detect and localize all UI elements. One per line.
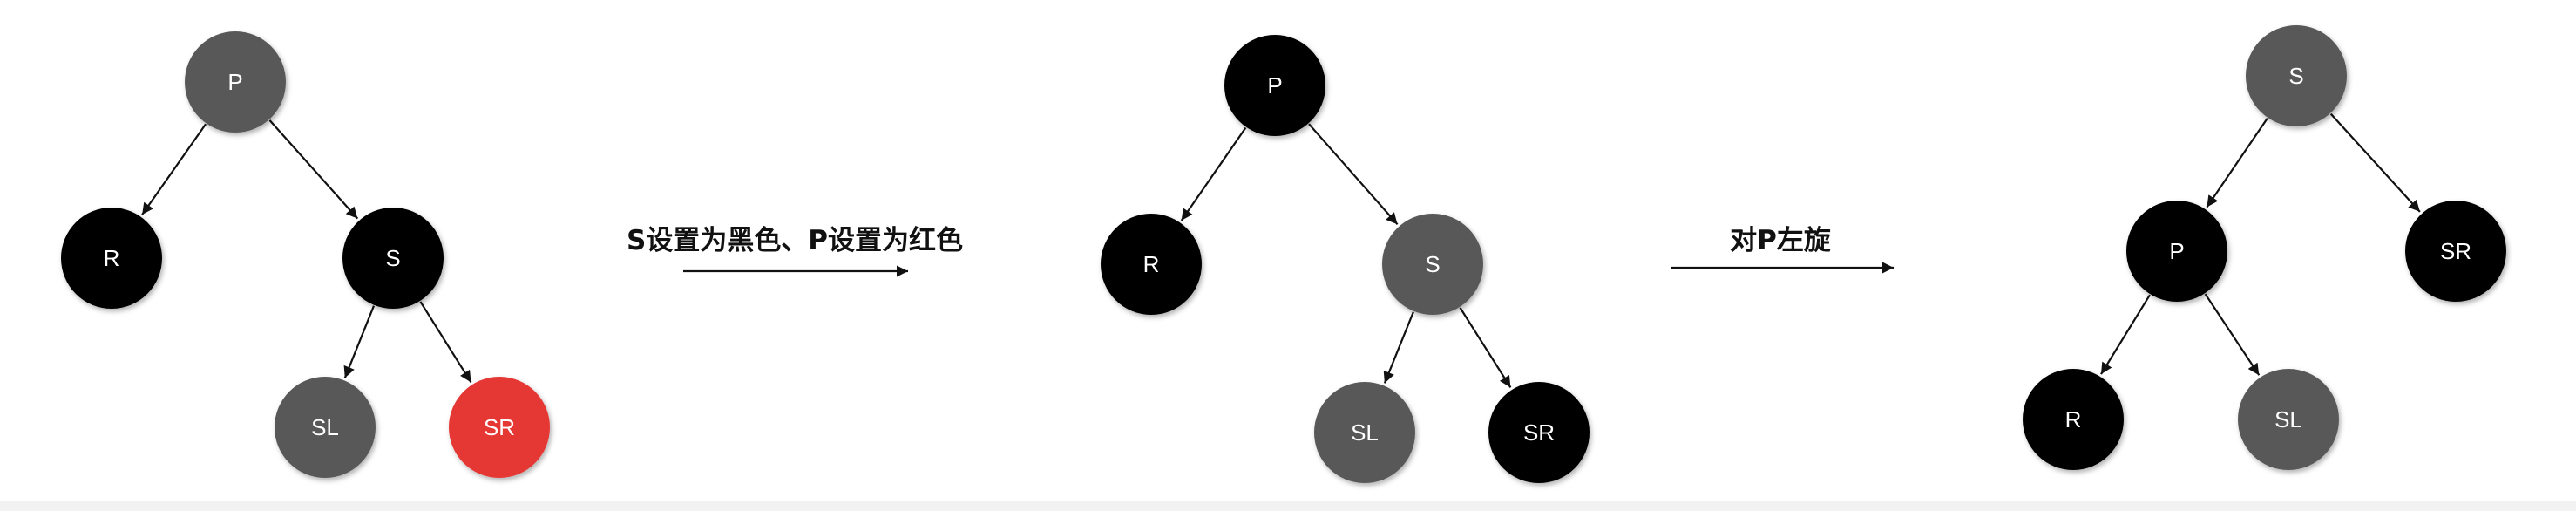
node-label: P bbox=[227, 69, 242, 95]
edge-arrow bbox=[2206, 118, 2268, 208]
node-label: R bbox=[1143, 251, 1160, 277]
node-label: SL bbox=[311, 414, 339, 440]
node-r: R bbox=[61, 208, 162, 309]
node-circle bbox=[2405, 201, 2506, 302]
node-circle bbox=[61, 208, 162, 309]
edge-arrow bbox=[2100, 294, 2151, 375]
node-circle bbox=[275, 377, 376, 478]
edge-arrow bbox=[1308, 123, 1399, 226]
node-r: R bbox=[2023, 369, 2124, 470]
node-sl: SL bbox=[2238, 369, 2339, 470]
node-label: SR bbox=[2440, 238, 2471, 264]
node-sr: SR bbox=[449, 377, 550, 478]
edge-arrow bbox=[2204, 293, 2261, 376]
node-circle bbox=[1488, 382, 1590, 483]
node-sr: SR bbox=[2405, 201, 2506, 302]
node-circle bbox=[1314, 382, 1415, 483]
tree-before: P R S SL SR bbox=[61, 31, 550, 478]
node-circle bbox=[2246, 25, 2347, 126]
node-label: S bbox=[2288, 63, 2303, 89]
tree-edges bbox=[2100, 112, 2421, 376]
node-label: S bbox=[385, 245, 400, 271]
node-sr: SR bbox=[1488, 382, 1590, 483]
node-circle bbox=[1224, 35, 1325, 136]
node-sl: SL bbox=[275, 377, 376, 478]
node-label: SR bbox=[484, 414, 515, 440]
step-label: S设置为黑色、P设置为红色 bbox=[627, 225, 963, 256]
edge-arrow bbox=[1459, 307, 1512, 388]
edge-arrow bbox=[1180, 126, 1247, 221]
tree-edges bbox=[1180, 123, 1512, 388]
edge-arrow bbox=[1383, 311, 1414, 384]
edge-arrow bbox=[2329, 112, 2421, 213]
node-s: S bbox=[1382, 214, 1483, 315]
node-label: SL bbox=[2274, 406, 2302, 433]
edge-arrow bbox=[268, 119, 359, 220]
node-label: P bbox=[1267, 72, 1282, 99]
node-r: R bbox=[1101, 214, 1202, 315]
node-label: R bbox=[104, 245, 120, 271]
node-circle bbox=[2238, 369, 2339, 470]
edge-arrow bbox=[419, 301, 472, 383]
bottom-strip bbox=[0, 501, 2576, 511]
tree-recolored: P R S SL SR bbox=[1101, 35, 1590, 483]
node-label: R bbox=[2065, 406, 2082, 433]
node-s: S bbox=[2246, 25, 2347, 126]
node-label: S bbox=[1425, 251, 1440, 277]
node-circle bbox=[2126, 201, 2227, 302]
edge-arrow bbox=[141, 123, 207, 215]
step-rotate-left: 对P左旋 bbox=[1671, 225, 1894, 274]
node-circle bbox=[1382, 214, 1483, 315]
tree-edges bbox=[141, 119, 472, 383]
node-circle bbox=[449, 377, 550, 478]
node-p: P bbox=[1224, 35, 1325, 136]
step-recolor: S设置为黑色、P设置为红色 bbox=[627, 225, 963, 277]
step-label: 对P左旋 bbox=[1730, 225, 1831, 256]
node-circle bbox=[1101, 214, 1202, 315]
node-label: SR bbox=[1523, 419, 1555, 446]
node-s: S bbox=[342, 208, 444, 309]
tree-rotated: S P SR R SL bbox=[2023, 25, 2506, 470]
node-label: P bbox=[2169, 238, 2184, 264]
node-p: P bbox=[185, 31, 286, 133]
node-circle bbox=[2023, 369, 2124, 470]
edge-arrow bbox=[343, 305, 376, 378]
node-p: P bbox=[2126, 201, 2227, 302]
node-circle bbox=[185, 31, 286, 133]
node-label: SL bbox=[1351, 419, 1379, 446]
node-circle bbox=[342, 208, 444, 309]
node-sl: SL bbox=[1314, 382, 1415, 483]
